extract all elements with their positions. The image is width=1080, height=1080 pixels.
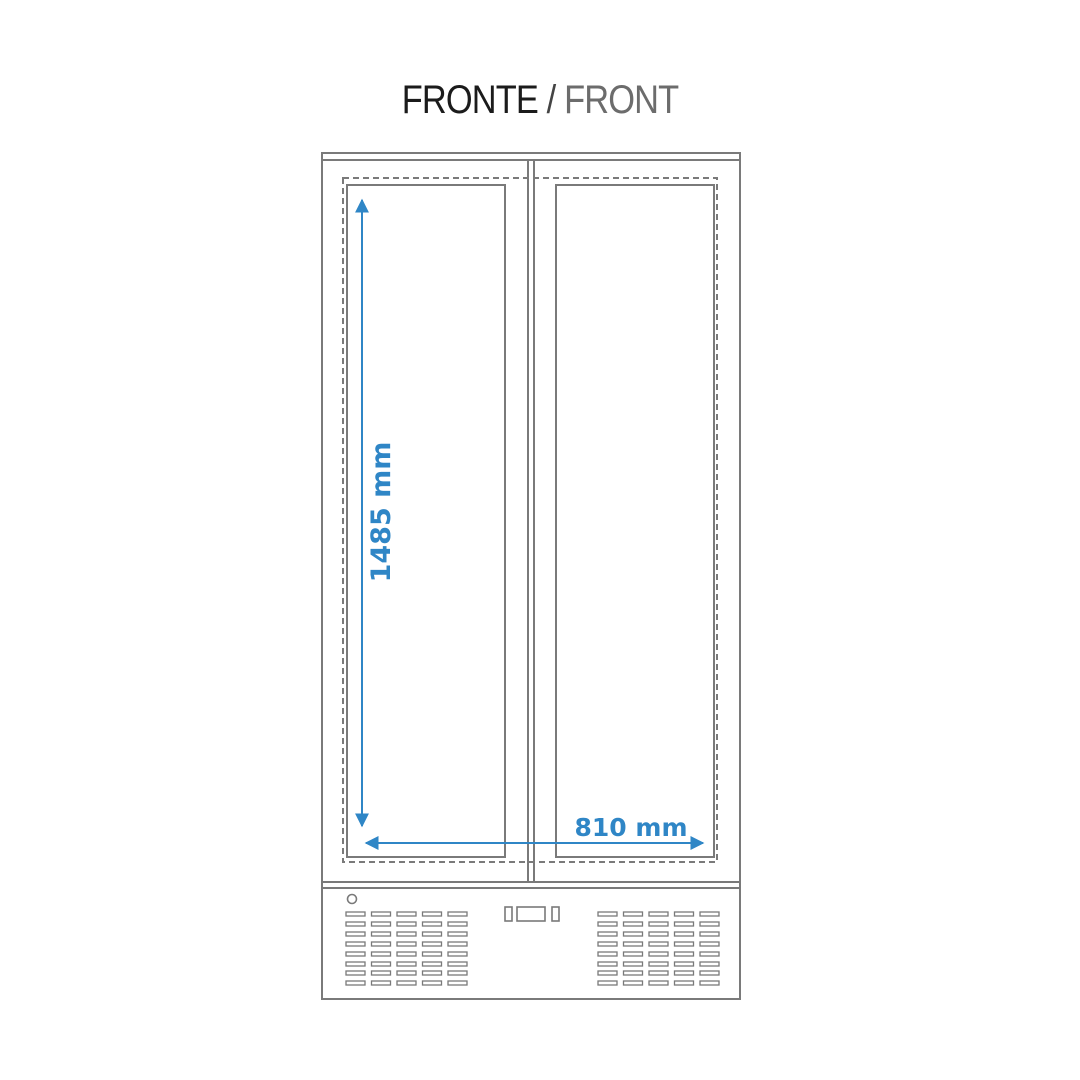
vent-slot bbox=[396, 970, 417, 976]
vent-slot bbox=[673, 931, 695, 937]
vent-slot bbox=[648, 951, 669, 957]
vent-slot bbox=[622, 911, 644, 917]
vent-slot bbox=[447, 941, 468, 947]
vent-slot bbox=[648, 941, 669, 947]
vent-slot bbox=[396, 921, 417, 927]
vent-slot bbox=[622, 951, 644, 957]
vent-slot bbox=[699, 980, 720, 986]
height-dimension-label: 1485 mm bbox=[366, 442, 397, 583]
vent-slot bbox=[622, 921, 644, 927]
vent-slot bbox=[421, 911, 443, 917]
vent-slot bbox=[345, 921, 366, 927]
vent-grid-right bbox=[597, 911, 720, 986]
vent-slot bbox=[447, 961, 468, 967]
vent-slot bbox=[699, 911, 720, 917]
vent-slot bbox=[597, 951, 618, 957]
vent-slot bbox=[370, 921, 392, 927]
vent-slot bbox=[673, 941, 695, 947]
cabinet-body bbox=[321, 152, 741, 1000]
width-dimension-label: 810 mm bbox=[575, 813, 688, 842]
vent-slot bbox=[447, 970, 468, 976]
glass-area-dashed-outline bbox=[342, 177, 718, 863]
vent-slot bbox=[447, 931, 468, 937]
vent-slot bbox=[673, 951, 695, 957]
vent-slot bbox=[699, 970, 720, 976]
vent-slot bbox=[648, 911, 669, 917]
vent-slot bbox=[396, 941, 417, 947]
page-title: FRONTE / FRONT bbox=[76, 78, 1005, 123]
title-italian: FRONTE bbox=[401, 78, 539, 122]
vent-slot bbox=[370, 961, 392, 967]
vent-slot bbox=[648, 961, 669, 967]
vent-slot bbox=[447, 951, 468, 957]
indicator-light-icon bbox=[346, 893, 358, 905]
vent-slot bbox=[673, 921, 695, 927]
vent-slot bbox=[370, 951, 392, 957]
vent-slot bbox=[597, 911, 618, 917]
control-button-left bbox=[504, 906, 513, 922]
vent-slot bbox=[673, 911, 695, 917]
vent-slot bbox=[447, 921, 468, 927]
base-panel bbox=[346, 893, 560, 922]
vent-slot bbox=[597, 941, 618, 947]
vent-slot bbox=[447, 911, 468, 917]
vent-slot bbox=[447, 980, 468, 986]
vent-slot bbox=[396, 980, 417, 986]
vent-slot bbox=[345, 980, 366, 986]
vent-slot bbox=[421, 961, 443, 967]
height-dimension: 1485 mm bbox=[355, 198, 397, 828]
vent-slot bbox=[622, 980, 644, 986]
vent-slot bbox=[699, 961, 720, 967]
width-dimension: 810 mm bbox=[364, 813, 705, 850]
vent-slot bbox=[699, 921, 720, 927]
vent-slot bbox=[345, 941, 366, 947]
vent-slot bbox=[421, 931, 443, 937]
vent-slot bbox=[673, 970, 695, 976]
vent-slot bbox=[622, 941, 644, 947]
vent-slot bbox=[673, 980, 695, 986]
vent-grid-left bbox=[345, 911, 468, 986]
vent-slot bbox=[345, 931, 366, 937]
vent-slot bbox=[648, 980, 669, 986]
vent-slot bbox=[345, 961, 366, 967]
control-button-right bbox=[551, 906, 560, 922]
vent-slot bbox=[648, 921, 669, 927]
vent-slot bbox=[396, 931, 417, 937]
vent-slot bbox=[370, 931, 392, 937]
vent-slot bbox=[597, 931, 618, 937]
vent-slot bbox=[421, 941, 443, 947]
vent-slot bbox=[345, 911, 366, 917]
vent-slot bbox=[421, 980, 443, 986]
vent-slot bbox=[597, 980, 618, 986]
vent-slot bbox=[345, 970, 366, 976]
vent-slot bbox=[699, 941, 720, 947]
vent-slot bbox=[370, 980, 392, 986]
vent-slot bbox=[421, 951, 443, 957]
vent-slot bbox=[597, 961, 618, 967]
vent-slot bbox=[396, 911, 417, 917]
vent-slot bbox=[622, 961, 644, 967]
vent-slot bbox=[345, 951, 366, 957]
vent-slot bbox=[622, 931, 644, 937]
vent-slot bbox=[648, 970, 669, 976]
vent-slot bbox=[370, 970, 392, 976]
vent-slot bbox=[648, 931, 669, 937]
vent-slot bbox=[370, 911, 392, 917]
vent-slot bbox=[622, 970, 644, 976]
vent-slot bbox=[699, 931, 720, 937]
vent-slot bbox=[396, 951, 417, 957]
vent-slot bbox=[597, 921, 618, 927]
vent-slot bbox=[421, 970, 443, 976]
control-display bbox=[516, 906, 546, 922]
vent-slot bbox=[597, 970, 618, 976]
title-english: FRONT bbox=[564, 78, 679, 122]
vent-slot bbox=[673, 961, 695, 967]
vent-slot bbox=[396, 961, 417, 967]
vent-slot bbox=[421, 921, 443, 927]
right-door-glass bbox=[555, 184, 715, 858]
title-separator: / bbox=[537, 78, 565, 122]
vent-slot bbox=[370, 941, 392, 947]
vent-slot bbox=[699, 951, 720, 957]
left-door-glass bbox=[346, 184, 506, 858]
